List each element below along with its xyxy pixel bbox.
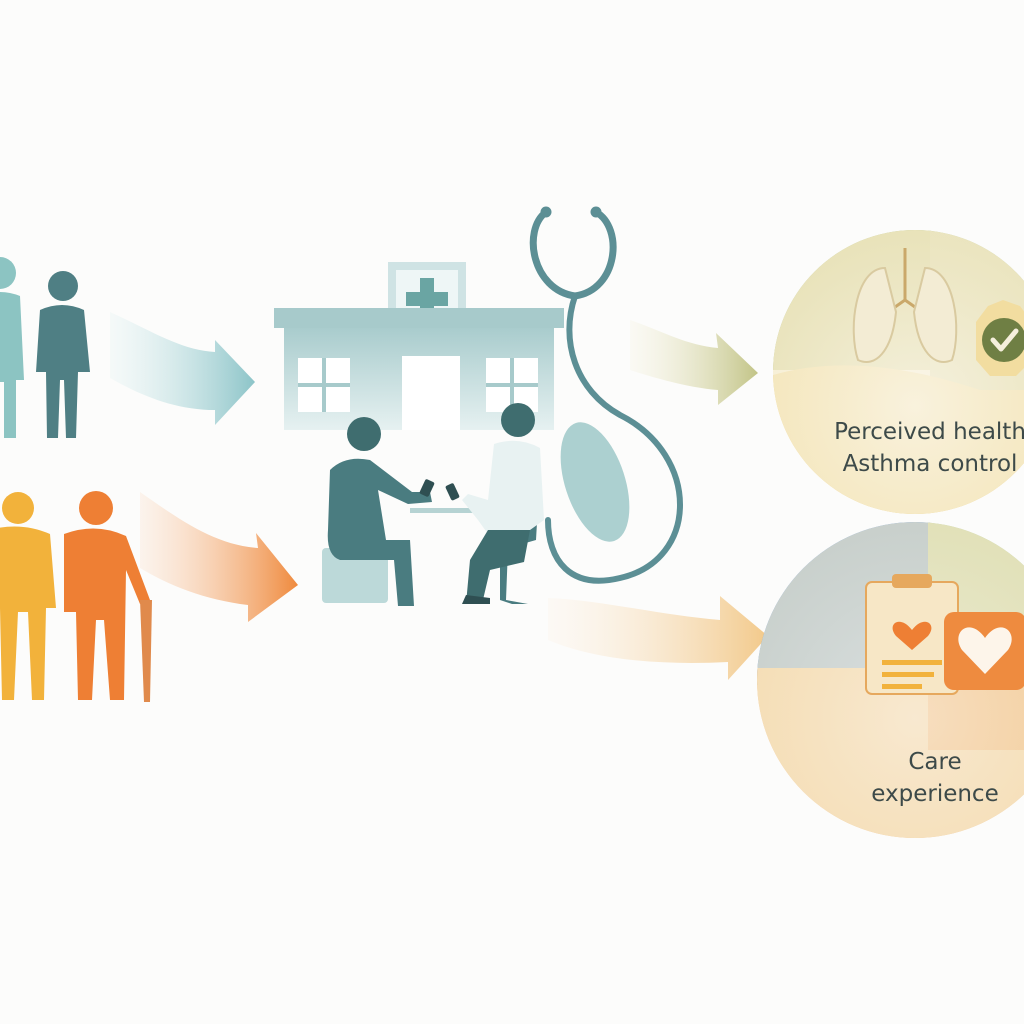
flow-arrow-to-care [548, 596, 768, 680]
care-outcome-label-line1: Care [908, 749, 962, 775]
care-outcome-label-line2: experience [871, 781, 999, 807]
flow-arrow-to-health [630, 320, 758, 405]
heart-card-icon [944, 612, 1024, 690]
older-adult-group-figures-icon [0, 491, 152, 702]
adult-group-figures-icon [0, 257, 90, 438]
flow-arrow-adults [110, 312, 255, 425]
flow-arrow-older-adults [140, 492, 298, 622]
clipboard-icon [865, 574, 959, 695]
check-badge-icon [976, 300, 1024, 376]
health-outcome-label-line1: Perceived health [834, 419, 1024, 445]
stethoscope-icon [529, 206, 683, 584]
lungs-icon [852, 248, 958, 363]
health-outcome-label-line2: Asthma control [842, 451, 1018, 477]
consultation-table [410, 508, 490, 513]
hospital-building-icon [274, 262, 564, 430]
health-outcome-label: Perceived health Asthma control [800, 416, 1024, 480]
clinician-figure-icon [445, 403, 544, 604]
care-outcome-label: Care experience [840, 746, 1024, 810]
patient-figure-icon [322, 417, 435, 606]
health-outcome-circle [773, 230, 1024, 514]
